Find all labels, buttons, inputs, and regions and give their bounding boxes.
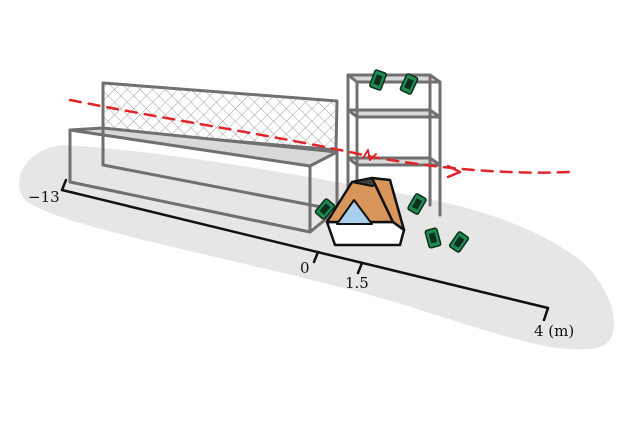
tick-label-1-5: 1.5 [345,274,369,292]
bench [68,126,339,234]
sensor-device [368,68,388,92]
a-frame-box [325,176,406,247]
ground-axis [60,178,550,322]
tick-label-neg13: −13 [28,188,60,206]
ground-shadow [19,145,615,350]
tick-label-0: 0 [300,259,310,277]
trajectory-arrowhead [446,164,462,179]
impact-mark [362,149,377,161]
tick-label-4m: 4 (m) [534,322,574,340]
flight-trajectory [68,98,572,179]
